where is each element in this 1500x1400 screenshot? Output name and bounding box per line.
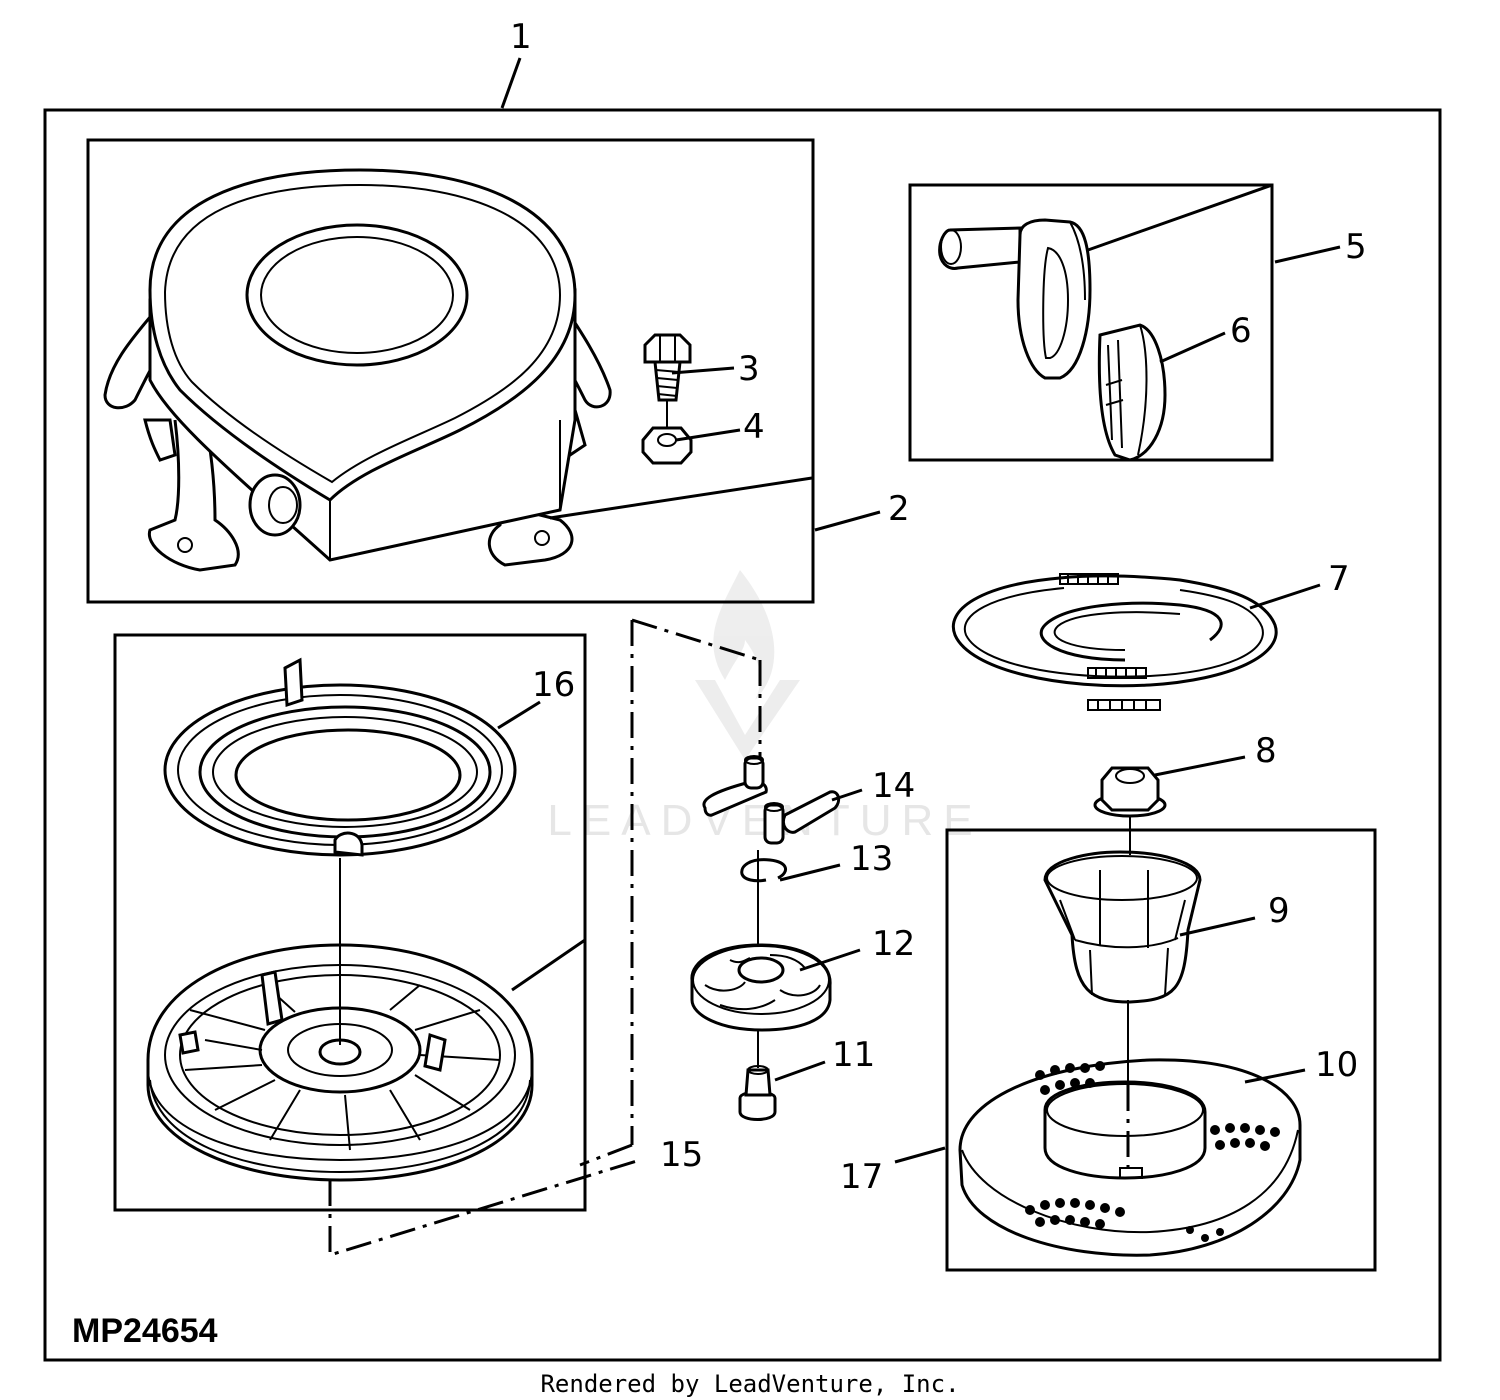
starter-handle [938, 218, 1092, 380]
brake-plate [690, 943, 832, 1032]
flange-nut [1093, 766, 1167, 818]
starter-rope [951, 573, 1278, 711]
figure-id: MP24654 [72, 1312, 218, 1350]
cup-screen-frame [945, 828, 1377, 1272]
blower-housing-frame [86, 138, 815, 604]
callout-10: 10 [1315, 1045, 1358, 1085]
leader-lines [497, 57, 1341, 1164]
rope-pulley [146, 943, 534, 1182]
callout-2: 2 [888, 489, 910, 529]
callout-3: 3 [738, 349, 760, 389]
rotating-screen [958, 1058, 1302, 1257]
callout-12: 12 [872, 924, 915, 964]
callout-17: 17 [840, 1157, 883, 1197]
recoil-spring [163, 657, 517, 857]
callout-14: 14 [872, 766, 915, 806]
callout-8: 8 [1255, 731, 1277, 771]
pulley-frame [113, 633, 587, 1212]
callout-13: 13 [850, 839, 893, 879]
watermark-text: LEADVENTURE [547, 796, 982, 845]
callout-5: 5 [1345, 227, 1367, 267]
callout-4: 4 [743, 407, 765, 447]
watermark: LEADVENTURE [547, 570, 982, 845]
callout-6: 6 [1230, 311, 1252, 351]
callout-7: 7 [1328, 559, 1350, 599]
callout-1: 1 [510, 17, 532, 57]
handle-insert [1097, 323, 1167, 462]
callout-16: 16 [532, 665, 575, 705]
retaining-ring [740, 858, 787, 883]
callout-15: 15 [660, 1135, 703, 1175]
nut [641, 426, 693, 465]
blower-housing [103, 168, 612, 572]
assembly-frame [43, 108, 1442, 1362]
bolt [643, 333, 692, 430]
starter-cup [1043, 850, 1202, 1004]
callout-numbers: 1 2 3 4 5 6 7 8 9 10 11 12 13 14 15 16 1… [510, 17, 1367, 1197]
render-credit: Rendered by LeadVenture, Inc. [540, 1370, 959, 1398]
handle-frame [908, 183, 1274, 462]
callout-9: 9 [1268, 891, 1290, 931]
callout-11: 11 [832, 1035, 875, 1075]
assembly-axes [328, 618, 1131, 1258]
center-screw [738, 1065, 777, 1121]
pawls [702, 755, 841, 845]
